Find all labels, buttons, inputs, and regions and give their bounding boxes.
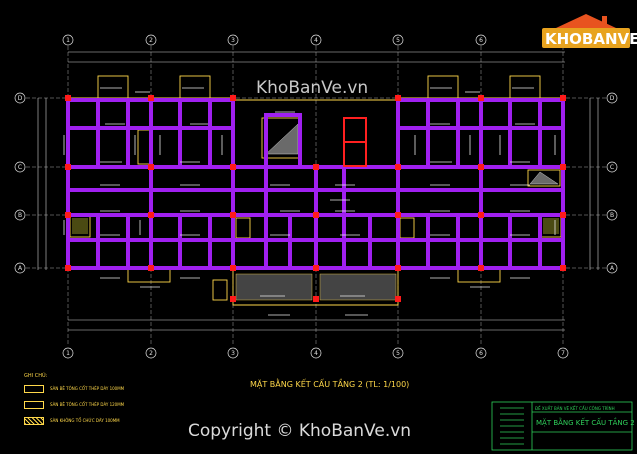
beam-annotation-vertical-marks [63, 135, 556, 235]
legend-label: SÀN KHÔNG TỔ CHỨC DÀY 100MM [50, 418, 120, 423]
copyright-text: Copyright © KhoBanVe.vn [188, 421, 412, 441]
watermark-text: KhoBanVe.vn [256, 78, 369, 98]
grid-bubbles-bottom [62, 347, 569, 359]
grid-row-label: C [18, 164, 22, 171]
columns [65, 95, 566, 302]
grid-column-label: 1 [66, 350, 70, 357]
grid-bubbles-left [14, 92, 26, 274]
drawing-title: MẶT BẰNG KẾT CẤU TẦNG 2 (TL: 1/100) [250, 380, 410, 389]
grid-column-label: 1 [66, 37, 70, 44]
grid-column-label: 6 [479, 37, 483, 44]
legend-title: GHI CHÚ: [24, 373, 48, 379]
grid-column-label: 7 [561, 350, 565, 357]
legend-label: SÀN BÊ TÔNG CỐT THÉP DÀY 120MM [50, 402, 125, 407]
grid-row-label: B [18, 212, 22, 219]
grid-column-label: 5 [396, 350, 400, 357]
grid-row-label: D [610, 95, 615, 102]
grid-column-label: 4 [314, 37, 318, 44]
khobanve-logo[interactable] [540, 12, 632, 56]
grid-row-labels-left: D C B A [18, 95, 23, 272]
grid-column-labels-bottom: 1 2 3 4 5 6 7 [66, 350, 565, 357]
grid-column-label: 3 [231, 350, 235, 357]
title-block-line1: ĐỀ XUẤT BẢN VẼ KẾT CẤU CÔNG TRÌNH [535, 406, 615, 411]
grid-row-label: D [18, 95, 23, 102]
grid-column-label: 5 [396, 37, 400, 44]
grid-bubbles-right [606, 92, 618, 274]
grid-column-label: 2 [149, 37, 153, 44]
logo-text: KHOBANVE [545, 30, 637, 48]
grid-column-label: 6 [479, 350, 483, 357]
grid-row-labels-right: D C B A [610, 95, 615, 272]
grid-row-label: A [610, 265, 615, 272]
title-block-line2: MẶT BẰNG KẾT CẤU TẦNG 2 [536, 419, 635, 427]
beam-annotation-marks [100, 87, 535, 316]
grid-column-label: 2 [149, 350, 153, 357]
grid-column-label: 3 [231, 37, 235, 44]
grid-column-label: 4 [314, 350, 318, 357]
legend-swatch [24, 385, 44, 393]
grid-row-label: A [18, 265, 23, 272]
stair-opening [343, 117, 367, 167]
grid-row-label: C [610, 164, 614, 171]
beams [66, 98, 565, 270]
legend-swatch [24, 401, 44, 409]
legend-label: SÀN BÊ TÔNG CỐT THÉP DÀY 100MM [50, 386, 125, 391]
legend-swatch-hatched [24, 417, 44, 425]
title-block [491, 401, 633, 451]
grid-row-label: B [610, 212, 614, 219]
